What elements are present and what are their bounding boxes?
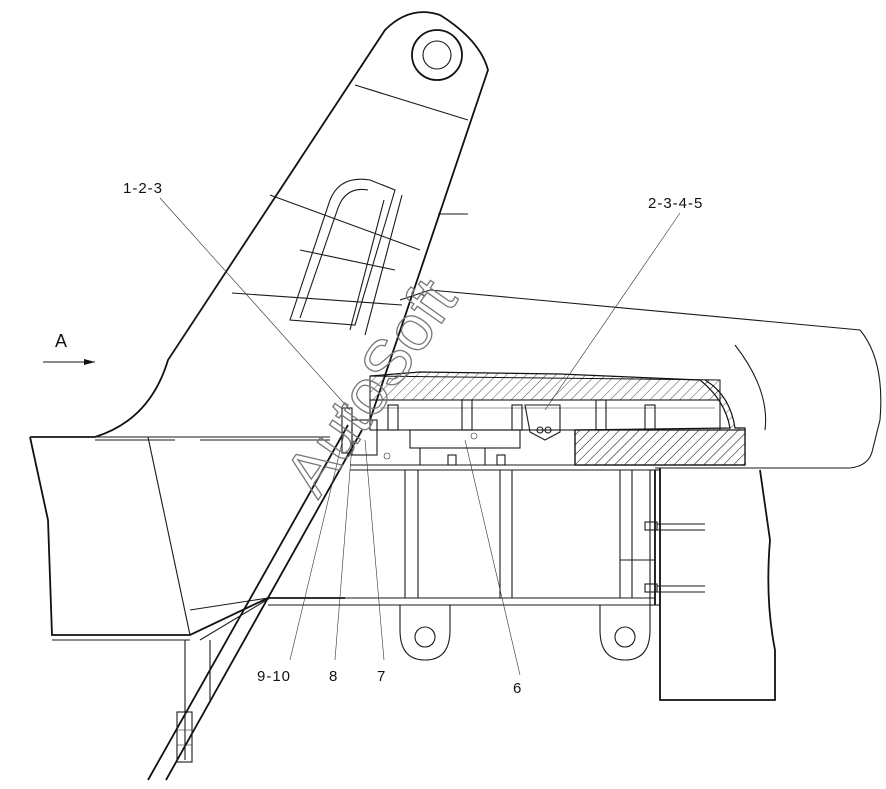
hatched-section [369, 371, 746, 466]
callout-label: 8 [329, 668, 338, 685]
pivot-eye [411, 29, 463, 81]
internal-mechanism [341, 399, 721, 466]
right-plate [644, 468, 776, 701]
boom-arm [30, 11, 489, 438]
view-arrow [43, 359, 95, 365]
lower-structure [268, 469, 661, 661]
upper-housing [399, 289, 882, 469]
callout-label: 1-2-3 [123, 180, 163, 197]
view-label: A [55, 331, 68, 351]
support-leg [147, 424, 363, 781]
callout-label: 2-3-4-5 [648, 195, 703, 212]
callout-label: 7 [377, 668, 386, 685]
callout-label: 9-10 [257, 668, 291, 685]
callout-label: 6 [513, 680, 522, 697]
leader-lines [159, 197, 681, 676]
